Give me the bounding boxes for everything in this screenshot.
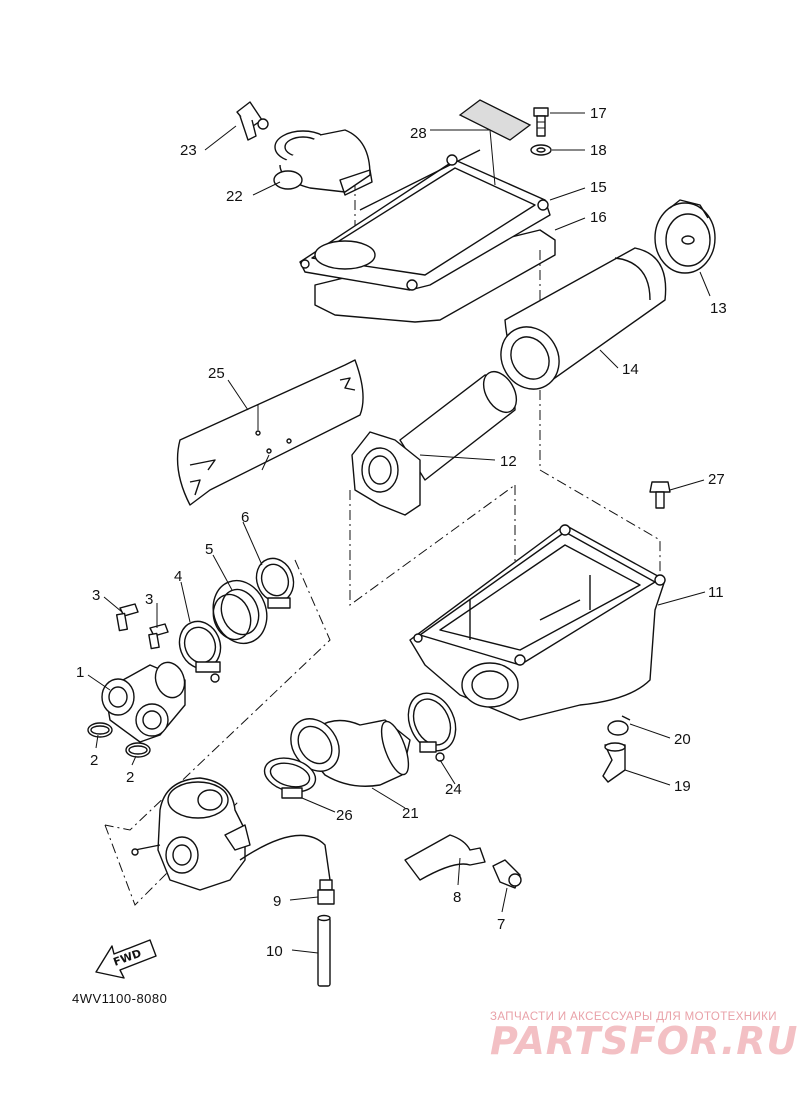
forward-direction-arrow: FWD — [95, 939, 157, 979]
callout-17: 17 — [590, 105, 607, 122]
part-11-air-box-case — [409, 524, 666, 721]
callout-3-second: 3 — [145, 591, 153, 608]
callout-4: 4 — [174, 568, 182, 585]
part-18-washer — [530, 144, 552, 156]
callout-26: 26 — [336, 807, 353, 824]
callout-9: 9 — [273, 893, 281, 910]
part-17-screw — [533, 107, 549, 137]
callout-18: 18 — [590, 142, 607, 159]
callout-11: 11 — [708, 584, 724, 601]
part-19-bracket — [602, 742, 626, 783]
part-12-intake-duct — [351, 371, 518, 516]
part-1-intake-manifold — [101, 661, 186, 743]
callout-23: 23 — [180, 142, 197, 159]
leader-lines — [87, 112, 711, 954]
callout-12: 12 — [500, 453, 517, 470]
callout-16: 16 — [590, 209, 607, 226]
callout-14: 14 — [622, 361, 639, 378]
part-6-clamp — [255, 557, 295, 609]
part-22-joint — [273, 129, 373, 196]
callout-13: 13 — [710, 300, 727, 317]
callout-1: 1 — [76, 664, 84, 681]
part-16-gasket — [314, 229, 556, 323]
part-14-air-filter-element — [500, 247, 667, 390]
part-3-bolt — [115, 603, 139, 632]
part-27-bolt — [649, 481, 671, 509]
part-25-sheet — [176, 359, 364, 506]
part-24-clamp — [407, 692, 457, 762]
part-20-clip — [607, 715, 631, 736]
part-7-plug — [492, 859, 522, 889]
callout-labels: 28 17 18 15 16 13 14 23 22 25 12 27 11 2… — [76, 105, 727, 960]
part-15-air-box-cover — [299, 149, 551, 291]
callout-19: 19 — [674, 778, 691, 795]
part-21-carburetor-joint — [290, 718, 411, 787]
part-10-tube — [317, 914, 331, 987]
callout-27: 27 — [708, 471, 725, 488]
callout-22: 22 — [226, 188, 243, 205]
part-28-label-plate — [458, 99, 532, 141]
callout-20: 20 — [674, 731, 691, 748]
callout-7: 7 — [497, 916, 505, 933]
callout-15: 15 — [590, 179, 607, 196]
callout-25: 25 — [208, 365, 225, 382]
callout-8: 8 — [453, 889, 461, 906]
callout-5: 5 — [205, 541, 213, 558]
part-3-bolt-second — [148, 623, 169, 650]
part-26-clamp — [263, 757, 317, 799]
carburetor-reference — [131, 777, 331, 891]
callout-3: 3 — [92, 587, 100, 604]
watermark-brand: PARTSFOR.RU — [490, 1019, 798, 1063]
callout-24: 24 — [445, 781, 462, 798]
callout-10: 10 — [266, 943, 283, 960]
callout-21: 21 — [402, 805, 419, 822]
callout-2-second: 2 — [126, 769, 134, 786]
part-2-o-ring-second — [125, 742, 151, 758]
part-9-fitting — [317, 879, 335, 905]
part-5-joint — [212, 579, 268, 645]
part-4-clamp — [178, 620, 222, 683]
part-23-breather-elbow — [236, 101, 269, 141]
part-8-hose — [404, 834, 486, 881]
diagram-code: 4WV1100-8080 — [72, 991, 167, 1006]
watermark-tagline: ЗАПЧАСТИ И АКСЕССУАРЫ ДЛЯ МОТОТЕХНИКИ — [490, 1011, 777, 1023]
part-13-end-cap — [654, 199, 716, 274]
callout-28: 28 — [410, 125, 427, 142]
part-2-o-ring — [87, 722, 113, 738]
callout-6: 6 — [241, 509, 249, 526]
callout-2: 2 — [90, 752, 98, 769]
